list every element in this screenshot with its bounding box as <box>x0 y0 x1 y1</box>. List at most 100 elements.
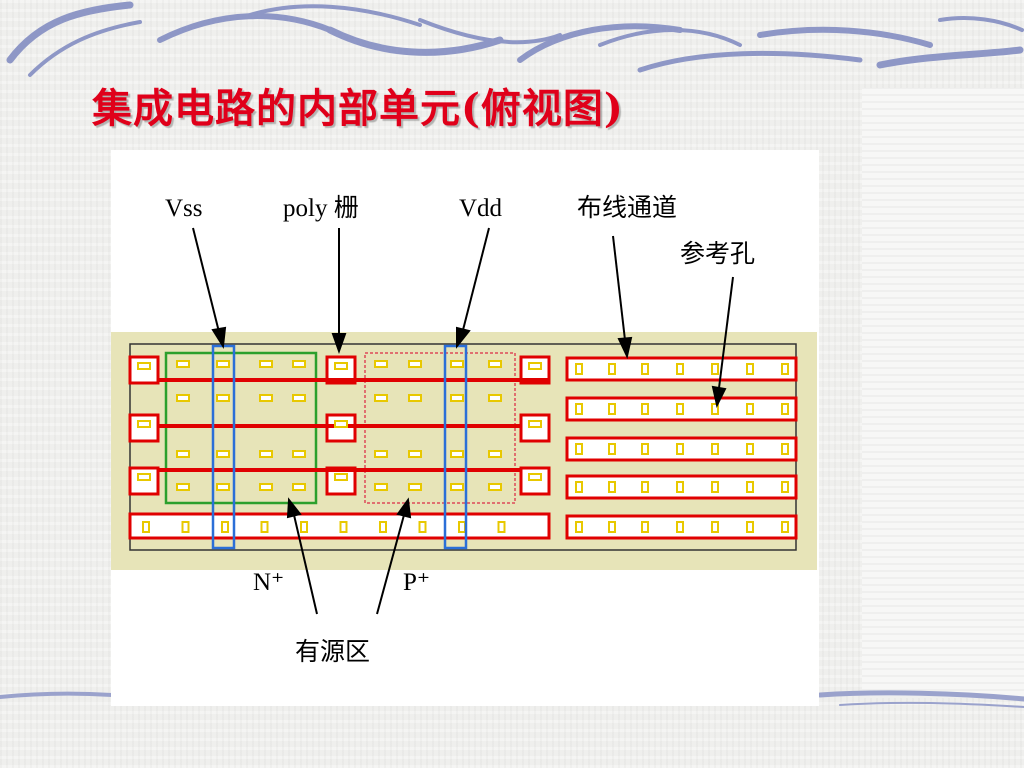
contact-hole <box>497 521 506 533</box>
contact-hole <box>450 483 464 491</box>
n-plus-label: N⁺ <box>253 569 284 596</box>
contact-hole <box>608 443 616 455</box>
contact-hole <box>216 450 230 458</box>
contact-hole <box>488 450 502 458</box>
contact-hole <box>292 394 306 402</box>
contact-hole <box>142 521 150 533</box>
via-label: 参考孔 <box>680 240 755 268</box>
contact-hole <box>575 403 583 415</box>
contact-hole <box>711 481 719 493</box>
contact-hole <box>450 450 464 458</box>
contact-hole <box>216 394 230 402</box>
ic-cell-diagram: Vss poly 栅 Vdd 布线通道 参考孔 N⁺ P⁺ 有源区 <box>111 194 817 666</box>
contact-hole <box>259 360 273 368</box>
contact-hole <box>334 473 348 481</box>
contact-hole <box>608 363 616 375</box>
contact-hole <box>575 521 583 533</box>
contact-hole <box>176 483 190 491</box>
contact-hole <box>641 481 649 493</box>
poly-gate-label: poly 栅 <box>283 194 359 222</box>
contact-hole <box>300 521 308 533</box>
contact-hole <box>292 483 306 491</box>
vdd-metal-rail <box>443 344 468 550</box>
contact-hole <box>488 483 502 491</box>
contact-hole <box>641 363 649 375</box>
contact-hole <box>676 521 684 533</box>
contact-hole <box>259 483 273 491</box>
vss-label: Vss <box>165 195 203 222</box>
contact-hole <box>292 360 306 368</box>
contact-hole <box>528 473 542 481</box>
contact-hole <box>781 481 789 493</box>
contact-hole <box>292 450 306 458</box>
contact-hole <box>746 481 754 493</box>
contact-hole <box>676 443 684 455</box>
contact-hole <box>216 360 230 368</box>
diagram-panel: Vss poly 栅 Vdd 布线通道 参考孔 N⁺ P⁺ 有源区 <box>111 150 819 706</box>
contact-hole <box>528 420 542 428</box>
contact-hole <box>575 481 583 493</box>
contact-hole <box>260 521 269 533</box>
contact-hole <box>334 362 348 370</box>
contact-hole <box>408 360 422 368</box>
contact-hole <box>746 363 754 375</box>
contact-hole <box>259 450 273 458</box>
contact-hole <box>379 521 387 533</box>
callout-arrows <box>192 227 734 615</box>
contact-hole <box>575 443 583 455</box>
contact-hole <box>711 403 719 415</box>
contact-hole <box>408 450 422 458</box>
contact-hole <box>374 360 388 368</box>
contact-hole <box>746 521 754 533</box>
contact-hole <box>221 521 229 533</box>
contact-hole <box>216 483 230 491</box>
contact-hole <box>259 394 273 402</box>
contact-hole <box>711 443 719 455</box>
contact-hole <box>181 521 190 533</box>
contact-hole <box>711 363 719 375</box>
contact-hole <box>641 403 649 415</box>
decorative-swirl-bottom <box>0 690 1024 708</box>
contact-hole <box>488 394 502 402</box>
contact-hole <box>137 473 151 481</box>
contact-hole <box>176 450 190 458</box>
contact-hole <box>374 394 388 402</box>
contact-hole <box>408 394 422 402</box>
decorative-swirl-top <box>6 1 1024 77</box>
contact-hole <box>781 363 789 375</box>
contact-hole <box>339 521 348 533</box>
contact-hole <box>374 450 388 458</box>
contact-hole <box>676 363 684 375</box>
slide-title: 集成电路的内部单元(俯视图) <box>92 85 624 132</box>
contact-hole <box>450 394 464 402</box>
contact-hole <box>137 420 151 428</box>
contact-hole <box>176 394 190 402</box>
background-strip <box>862 88 1024 698</box>
contact-hole <box>408 483 422 491</box>
contact-hole <box>676 403 684 415</box>
p-plus-label: P⁺ <box>403 569 430 596</box>
contact-hole <box>781 521 789 533</box>
contact-hole <box>711 521 719 533</box>
contact-hole <box>458 521 466 533</box>
contact-hole <box>374 483 388 491</box>
contact-hole <box>418 521 427 533</box>
contact-hole <box>450 360 464 368</box>
active-region-label: 有源区 <box>295 638 370 666</box>
routing-channel-label: 布线通道 <box>577 194 677 222</box>
contact-hole <box>641 521 649 533</box>
contact-hole <box>746 443 754 455</box>
contact-hole <box>781 403 789 415</box>
contact-hole <box>746 403 754 415</box>
contact-hole <box>641 443 649 455</box>
contact-hole <box>608 521 616 533</box>
contact-holes <box>137 360 789 533</box>
vdd-label: Vdd <box>459 195 503 222</box>
contact-hole <box>528 362 542 370</box>
contact-hole <box>676 481 684 493</box>
contact-hole <box>334 420 348 428</box>
contact-hole <box>575 363 583 375</box>
contact-hole <box>137 362 151 370</box>
contact-hole <box>781 443 789 455</box>
contact-hole <box>176 360 190 368</box>
